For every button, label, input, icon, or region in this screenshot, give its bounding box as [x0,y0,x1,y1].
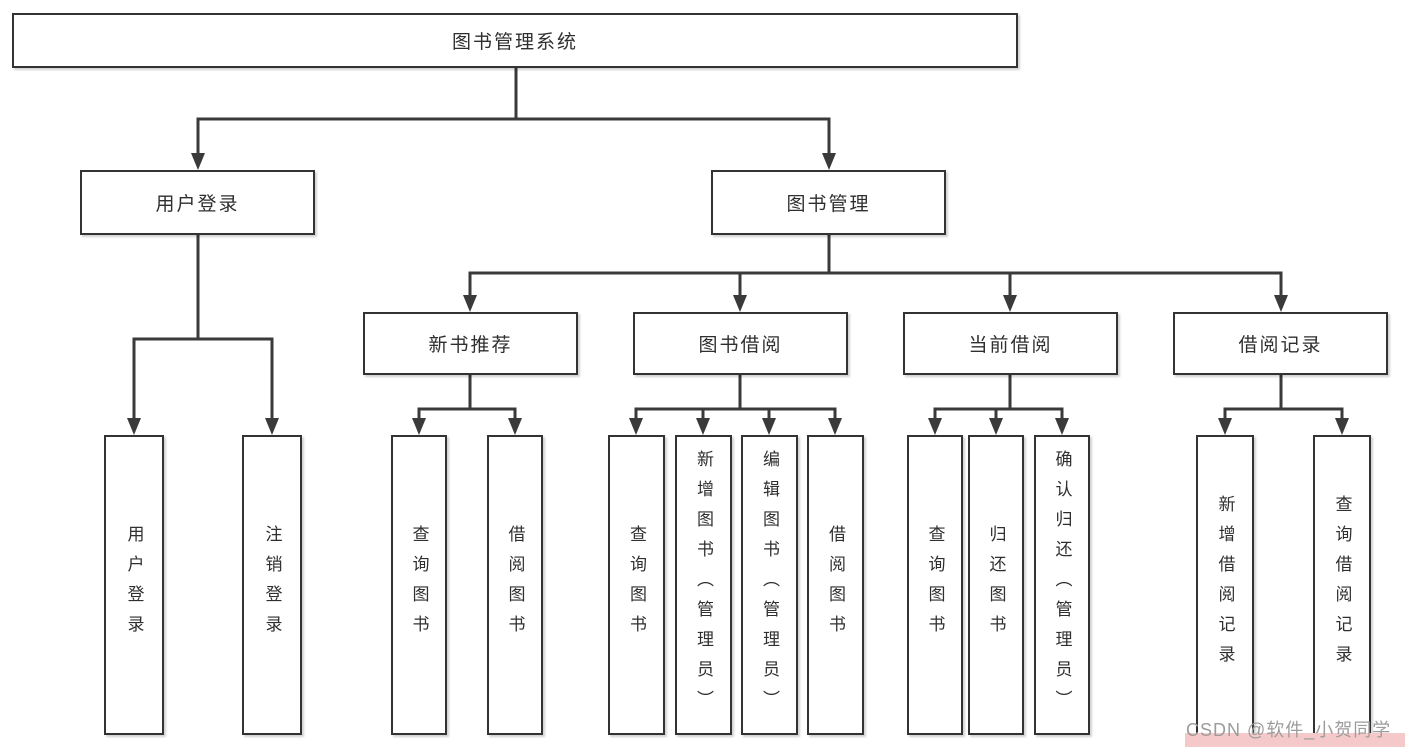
leaf-user-login: 用户登录 [104,435,164,735]
node-label: 借阅图书 [826,525,845,645]
node-label: 用户登录 [124,525,144,645]
node-book-borrowing: 图书借阅 [633,312,848,375]
node-label: 归还图书 [986,525,1006,645]
leaf-query-books-recommend: 查询图书 [391,435,447,735]
leaf-logout: 注销登录 [242,435,302,735]
node-borrowing-records: 借阅记录 [1173,312,1388,375]
node-label: 用户登录 [155,194,240,215]
node-current-borrowing: 当前借阅 [903,312,1118,375]
leaf-query-books-borrowing: 查询图书 [608,435,665,735]
node-label: 查询借阅记录 [1332,495,1352,675]
node-label: 查询图书 [627,525,646,645]
leaf-query-books-current: 查询图书 [907,435,963,735]
node-label: 当前借阅 [968,335,1053,356]
node-book-management: 图书管理 [711,170,946,235]
watermark: CSDN @软件_小贺同学 [1186,720,1392,740]
leaf-return-books: 归还图书 [968,435,1024,735]
node-label: 确认归还（管理员） [1052,450,1072,720]
node-label: 图书管理 [786,194,871,215]
node-label: 借阅图书 [505,525,525,645]
node-new-book-recommend: 新书推荐 [363,312,578,375]
node-label: 新增图书（管理员） [694,450,713,720]
arrowheads [127,153,1349,435]
node-label: 新书推荐 [428,335,513,356]
node-library-system: 图书管理系统 [12,13,1018,68]
leaf-query-borrow-record: 查询借阅记录 [1313,435,1371,735]
watermark-highlight [1185,733,1405,747]
leaf-borrow-books-recommend: 借阅图书 [487,435,543,735]
node-label: 图书借阅 [698,335,783,356]
node-label: 编辑图书（管理员） [760,450,779,720]
node-label: 查询图书 [409,525,429,645]
leaf-edit-book-admin: 编辑图书（管理员） [741,435,798,735]
node-label: 注销登录 [262,525,282,645]
node-label: 借阅记录 [1238,335,1323,356]
node-label: 图书管理系统 [451,32,578,53]
node-label: 新增借阅记录 [1215,495,1235,675]
node-label: 查询图书 [925,525,945,645]
leaf-borrow-books-borrowing: 借阅图书 [807,435,864,735]
node-user-login: 用户登录 [80,170,315,235]
leaf-confirm-return-admin: 确认归还（管理员） [1034,435,1090,735]
leaf-add-book-admin: 新增图书（管理员） [675,435,732,735]
leaf-add-borrow-record: 新增借阅记录 [1196,435,1254,735]
